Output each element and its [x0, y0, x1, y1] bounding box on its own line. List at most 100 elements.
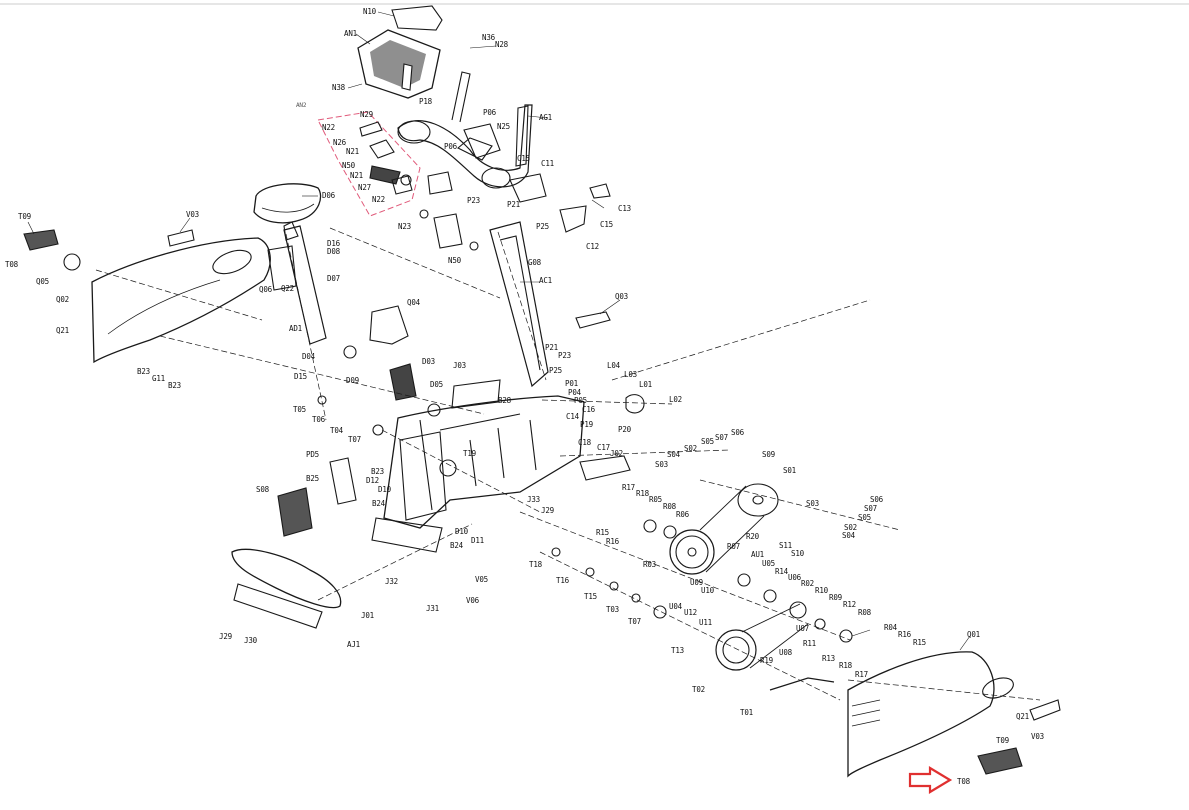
label-g08: G08 [528, 258, 541, 267]
label-p05: P05 [574, 396, 587, 405]
label-p19: P19 [580, 420, 593, 429]
label-r19: R19 [760, 656, 773, 665]
label-n36: N36 [482, 33, 495, 42]
label-c12: C12 [586, 242, 599, 251]
label-q03: Q03 [615, 292, 628, 301]
label-t01: T01 [740, 708, 753, 717]
label-q21-a: Q21 [56, 326, 69, 335]
label-s02-a: S02 [684, 444, 697, 453]
an2-group-outline [317, 111, 421, 217]
label-u04: U04 [669, 602, 682, 611]
label-r12: R12 [843, 600, 856, 609]
label-v06: V06 [466, 596, 479, 605]
label-d07: D07 [327, 274, 340, 283]
label-r04: R04 [884, 623, 897, 632]
label-d05: D05 [430, 380, 443, 389]
front-stabilizer-j01 [231, 548, 342, 609]
label-n21-b: N21 [350, 171, 363, 180]
label-t05-a: T05 [293, 405, 306, 414]
label-n27: N27 [358, 183, 371, 192]
label-c17: C17 [597, 443, 610, 452]
label-an2: AN2 [296, 102, 307, 109]
label-s05-a: S05 [701, 437, 714, 446]
left-shroud-q02 [91, 237, 271, 364]
label-c15-b: C15 [600, 220, 613, 229]
label-c11: C11 [541, 159, 554, 168]
label-u11: U11 [699, 618, 712, 627]
label-l01: L01 [639, 380, 652, 389]
label-s03-a: S03 [655, 460, 668, 469]
label-r08-b: R08 [858, 608, 871, 617]
label-t09-a: T09 [18, 212, 31, 221]
label-t02: T02 [692, 685, 705, 694]
label-t19: T19 [463, 449, 476, 458]
label-r08-a: R08 [663, 502, 676, 511]
label-u06: U06 [788, 573, 801, 582]
label-n50-a: N50 [342, 161, 355, 170]
label-r10: R10 [815, 586, 828, 595]
label-t04: T04 [330, 426, 343, 435]
label-b28: B28 [498, 396, 511, 405]
label-r17-b: R17 [855, 670, 868, 679]
label-s08: S08 [256, 485, 269, 494]
pedal-t08 [977, 747, 1023, 775]
label-b23-c: B23 [371, 467, 384, 476]
console-an1 [357, 29, 441, 99]
label-t08-b: T08 [957, 777, 970, 786]
label-b24-b: B24 [450, 541, 463, 550]
label-u07: U07 [796, 624, 809, 633]
label-s06-a: S06 [731, 428, 744, 437]
label-n50-b: N50 [448, 256, 461, 265]
label-s09: S09 [762, 450, 775, 459]
label-p23-a: P23 [467, 196, 480, 205]
label-v03-a: V03 [186, 210, 199, 219]
label-s07-b: S07 [864, 504, 877, 513]
label-t16: T16 [556, 576, 569, 585]
label-r20: R20 [746, 532, 759, 541]
label-u10: U10 [701, 586, 714, 595]
label-g11: G11 [152, 374, 165, 383]
label-p04: P04 [568, 388, 581, 397]
label-t18: T18 [529, 560, 542, 569]
label-j02: J02 [610, 449, 623, 458]
label-v05: V05 [475, 575, 488, 584]
label-j30: J30 [244, 636, 257, 645]
label-r15-a: R15 [596, 528, 609, 537]
label-l02: L02 [669, 395, 682, 404]
label-r13: R13 [822, 654, 835, 663]
label-s04-a: S04 [667, 450, 680, 459]
label-n26: N26 [333, 138, 346, 147]
label-q06: Q06 [259, 285, 272, 294]
label-au1: AU1 [751, 550, 764, 559]
label-r16-a: R16 [606, 537, 619, 546]
label-p20: P20 [618, 425, 631, 434]
label-n10: N10 [363, 7, 376, 16]
label-r09: R09 [829, 593, 842, 602]
label-d03: D03 [422, 357, 435, 366]
label-s03-b: S03 [806, 499, 819, 508]
label-u12: U12 [684, 608, 697, 617]
label-v03-b: V03 [1031, 732, 1044, 741]
label-d16: D16 [327, 239, 340, 248]
label-c16: C16 [582, 405, 595, 414]
label-pd5: PD5 [306, 450, 319, 459]
right-shroud-q01 [847, 651, 995, 778]
label-q04: Q04 [407, 298, 420, 307]
label-n25: N25 [497, 122, 510, 131]
label-p06-a: P06 [483, 108, 496, 117]
stabilizer-bracket-aj1 [233, 583, 323, 629]
label-j29-b: J29 [219, 632, 232, 641]
label-p25-b: P25 [549, 366, 562, 375]
label-j31: J31 [426, 604, 439, 613]
label-q02: Q02 [56, 295, 69, 304]
label-d11: D11 [471, 536, 484, 545]
label-r05: R05 [649, 495, 662, 504]
part-drawings [0, 3, 1189, 778]
label-an1: AN1 [344, 29, 357, 38]
label-p23-b: P23 [558, 351, 571, 360]
label-c18: C18 [578, 438, 591, 447]
seat-d06 [253, 183, 322, 224]
label-ad1: AD1 [289, 324, 302, 333]
